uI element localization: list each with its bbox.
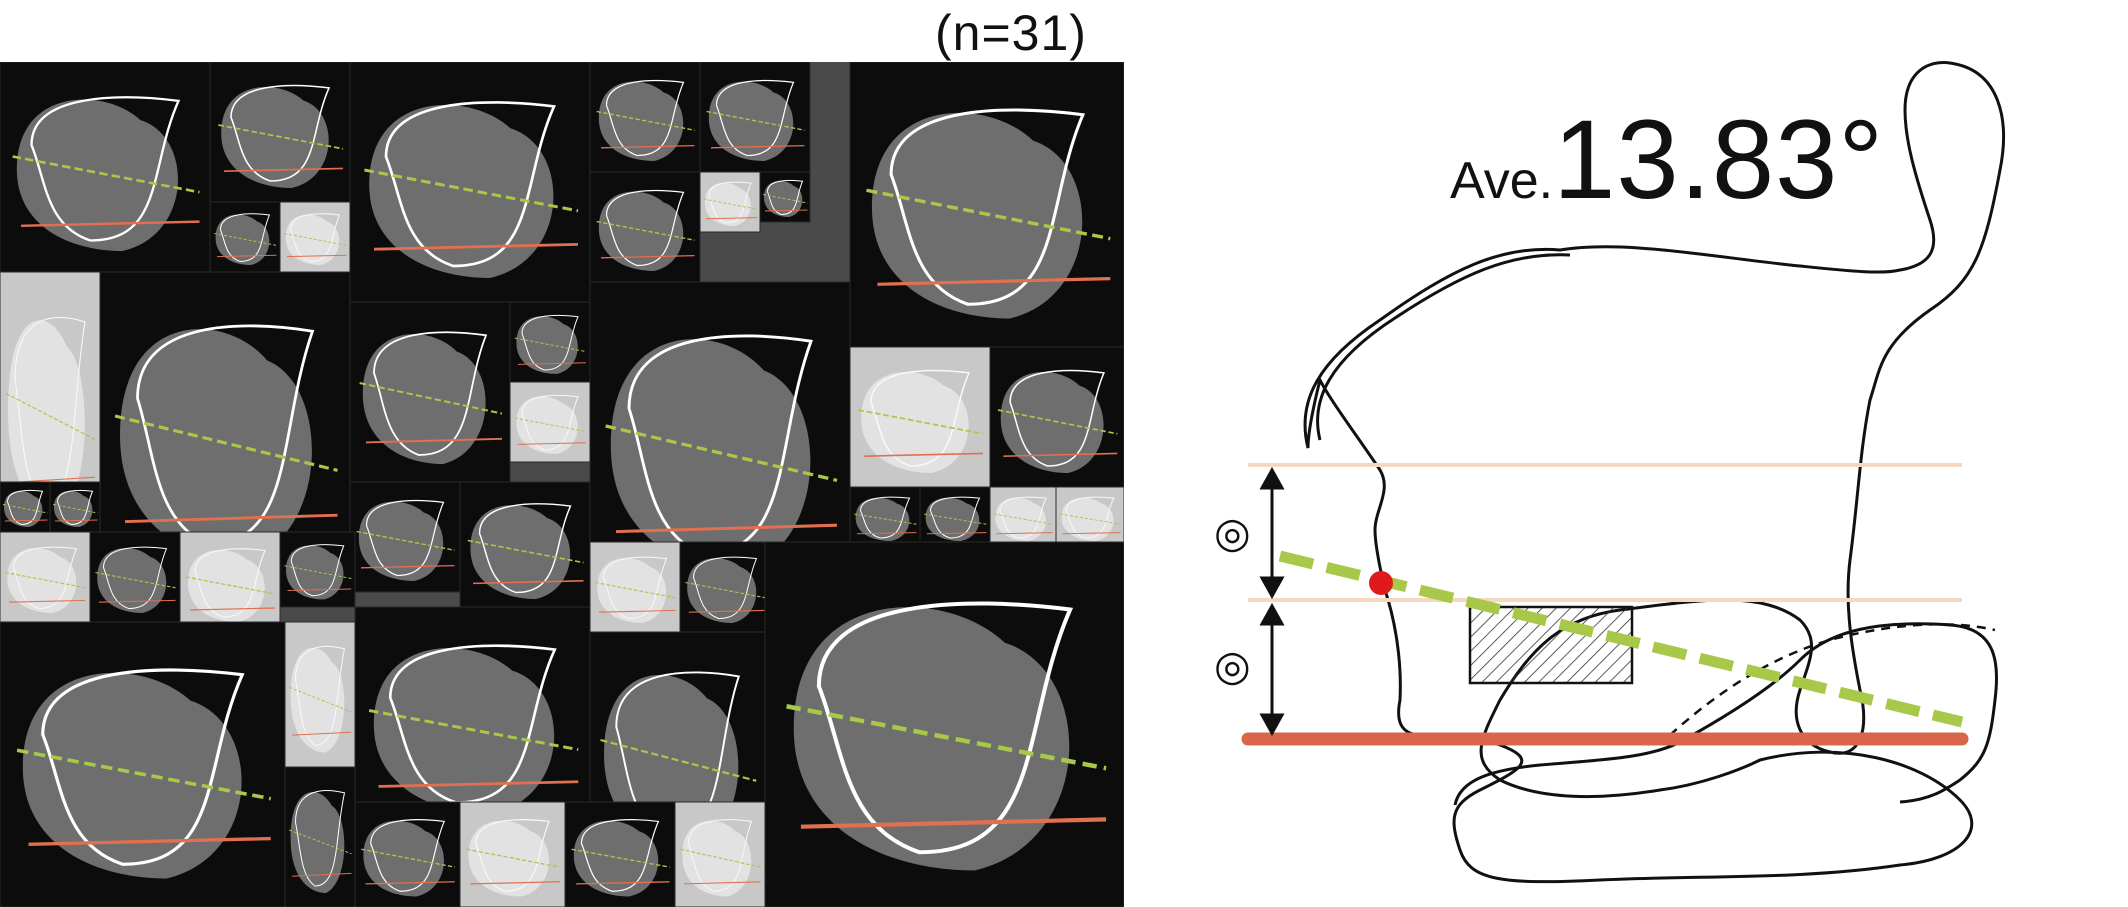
ct-tile (679, 541, 771, 633)
ct-tile (589, 541, 681, 633)
sample-count-label: (n=31) (935, 5, 1087, 61)
ct-tile (49, 481, 101, 533)
ct-tile (0, 62, 211, 273)
ct-tile (589, 171, 701, 283)
ct-tile (349, 481, 461, 593)
inner-outline (1316, 253, 1571, 441)
average-prefix: Ave. (1450, 152, 1554, 210)
ct-tile (284, 621, 356, 768)
ct-tile (459, 801, 566, 907)
schematic-diagram (1241, 61, 2005, 884)
ct-tile (589, 62, 701, 173)
ct-tile (354, 801, 461, 907)
dashed-inner-curve (1669, 623, 1996, 736)
lower-gap-arrow (1259, 602, 1285, 737)
ct-tile (509, 301, 591, 383)
ct-tile (849, 346, 991, 488)
hatched-region (1468, 605, 1634, 685)
ct-tile (279, 531, 356, 608)
ct-tile (849, 486, 921, 548)
ct-tile (759, 171, 811, 223)
ct-tile (349, 301, 511, 483)
ct-tile (354, 606, 591, 838)
ct-tile (179, 531, 281, 633)
ct-tile (0, 531, 91, 623)
green-dashed-line (1278, 550, 1964, 728)
ct-image-mosaic (0, 62, 1124, 907)
ct-tile (459, 481, 591, 613)
ct-tile (699, 62, 811, 173)
ct-tile (279, 201, 351, 273)
ct-tile (849, 62, 1124, 348)
red-point (1369, 571, 1393, 595)
ct-tile (674, 801, 766, 907)
average-angle-label: Ave.13.83° (1450, 95, 1884, 224)
average-value: 13.83° (1553, 97, 1885, 222)
ct-tile (284, 766, 356, 907)
ct-tile (564, 801, 676, 907)
ct-tile (919, 486, 991, 548)
upper-gap-marker: ◎ (1214, 509, 1251, 556)
ct-tile (1055, 486, 1124, 548)
ct-tile (349, 62, 591, 303)
ct-tile (989, 486, 1057, 548)
ct-tile (509, 381, 591, 463)
ct-tile (0, 621, 286, 907)
ct-tile (209, 201, 281, 273)
ct-tile (989, 346, 1124, 488)
ct-tile (699, 171, 761, 233)
lower-gap-marker: ◎ (1214, 642, 1251, 689)
ct-tile (0, 481, 51, 533)
ct-tile (764, 541, 1124, 907)
upper-gap-arrow (1259, 466, 1285, 600)
ct-tile (0, 271, 101, 543)
ct-tile (89, 531, 181, 623)
ct-tile (209, 62, 351, 203)
